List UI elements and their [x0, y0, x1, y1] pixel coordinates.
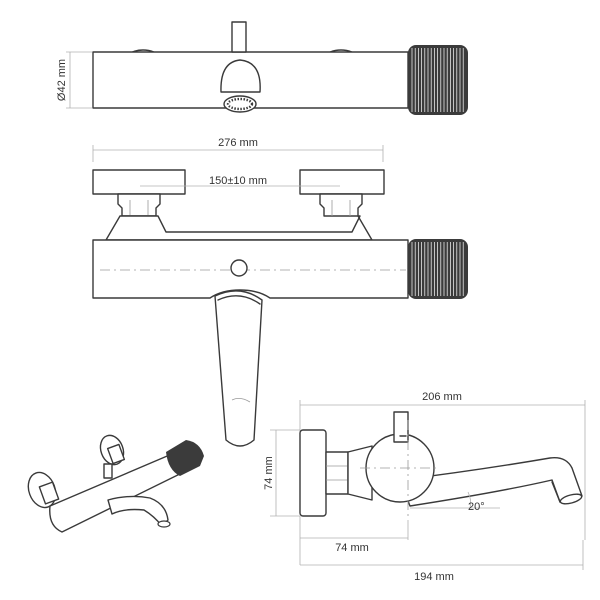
- side-flange: [299, 429, 327, 517]
- side-connector: [325, 451, 349, 495]
- front-nut-right: [319, 193, 363, 217]
- top-diverter: [231, 21, 247, 53]
- spout-projection-label: 194 mm: [414, 571, 454, 583]
- top-spout: [220, 59, 261, 93]
- height-label: 74 mm: [263, 456, 275, 490]
- top-knurled-handle: [408, 45, 468, 115]
- side-diverter: [393, 411, 409, 443]
- side-elbow: [347, 445, 373, 501]
- front-flange-right: [299, 169, 385, 195]
- front-arms: [105, 215, 373, 241]
- diameter-label: Ø42 mm: [56, 59, 68, 101]
- front-diverter-hole: [230, 259, 248, 277]
- front-view: 276 mm 150±10 mm: [92, 137, 468, 447]
- center-distance-label: 150±10 mm: [209, 175, 267, 187]
- side-view: 206 mm 74 mm 20° 74 mm: [263, 391, 586, 583]
- iso-diverter: [103, 463, 113, 479]
- front-flange-left: [92, 169, 186, 195]
- isometric-view: [27, 434, 204, 533]
- front-knurled-handle: [408, 239, 468, 299]
- spout-length-label: 206 mm: [422, 391, 462, 403]
- angle-label: 20°: [468, 501, 485, 513]
- front-nut-left: [117, 193, 161, 217]
- depth-label: 74 mm: [335, 542, 369, 554]
- front-body: [92, 239, 409, 299]
- iso-spout: [107, 495, 169, 527]
- front-spout: [214, 290, 263, 447]
- iso-knurled-handle: [166, 440, 204, 476]
- top-view: Ø42 mm: [56, 21, 468, 115]
- side-spout: [399, 457, 583, 507]
- overall-width-label: 276 mm: [218, 137, 258, 149]
